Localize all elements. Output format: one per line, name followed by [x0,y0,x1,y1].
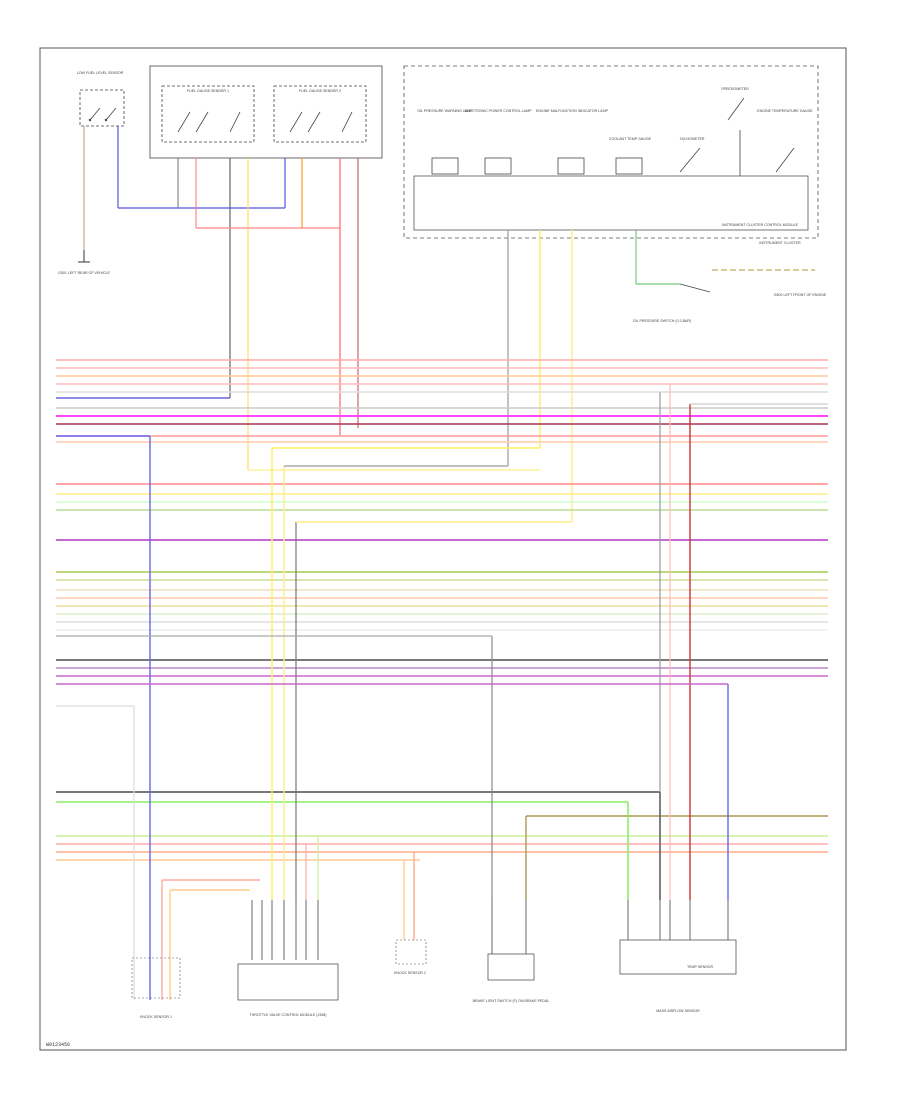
connector-stubs [251,900,729,960]
fuel-sender-1: FUEL GAUGE SENDER 1 [161,85,255,143]
cluster-lamps: OIL PRESSURE WARNING LAMP ELECTRONIC POW… [417,87,813,176]
mass-airflow-temp-label: TEMP SENSOR [687,965,713,969]
footer-code: W0123456 [46,1042,70,1048]
mass-airflow-sensor: TEMP SENSOR MASS AIRFLOW SENSOR [619,939,737,1013]
low-fuel-sensor-label: LOW FUEL LEVEL SENSOR [77,71,124,75]
knock-sensor-2-label: KNOCK SENSOR 2 [394,971,426,975]
throttle-module: THROTTLE VALVE CONTROL MODULE (J338) [237,963,339,1017]
tachometer-label: TACHOMETER [680,137,705,141]
fuel-sender-2: FUEL GAUGE SENDER 2 [273,85,367,143]
instrument-cluster-control-label: INSTRUMENT CLUSTER CONTROL MODULE [722,223,799,227]
instrument-cluster-label: INSTRUMENT CLUSTER [759,241,801,245]
knock-sensor-1-label: KNOCK SENSOR 1 [140,1015,172,1019]
throttle-module-label: THROTTLE VALVE CONTROL MODULE (J338) [249,1013,326,1017]
speedometer-label: SPEEDOMETER [721,87,749,91]
electronic-power-lamp-label: ELECTRONIC POWER CONTROL LAMP [465,109,533,113]
fuel-sender-2-label: FUEL GAUGE SENDER 2 [299,89,341,93]
fuel-sender-housing [149,65,383,159]
brake-light-switch-label: BRAKE LIGHT SWITCH (F) ON BRAKE PEDAL [473,999,550,1003]
engine-malfunction-lamp-label: ENGINE MALFUNCTION INDICATOR LAMP [536,109,609,113]
oil-pressure-switch-label: OIL PRESSURE SWITCH (0.3 BAR) [633,319,691,323]
vertical-wires [56,384,828,1000]
coolant-gauge-label: COOLANT TEMP GAUGE [609,137,652,141]
knock-sensor-1: KNOCK SENSOR 1 [131,957,181,1019]
diagram-frame [39,47,847,1051]
engine-temp-gauge-label: ENGINE TEMPERATURE GAUGE [757,109,813,113]
ground-left-label: G501 LEFT REAR OF VEHICLE [58,271,110,275]
fuel-sender-1-label: FUEL GAUGE SENDER 1 [187,89,229,93]
ground-right-label: G502 LEFT FRONT OF ENGINE [774,293,827,297]
mass-airflow-label: MASS AIRFLOW SENSOR [656,1009,700,1013]
oil-pressure-lamp-label: OIL PRESSURE WARNING LAMP [417,109,473,113]
instrument-cluster-box [403,65,819,239]
bus-wires [56,359,828,861]
knock-sensor-2: KNOCK SENSOR 2 [394,939,427,975]
cluster-control-module [413,175,809,231]
brake-light-switch: BRAKE LIGHT SWITCH (F) ON BRAKE PEDAL [473,953,550,1003]
low-fuel-sensor: LOW FUEL LEVEL SENSOR [77,71,125,127]
